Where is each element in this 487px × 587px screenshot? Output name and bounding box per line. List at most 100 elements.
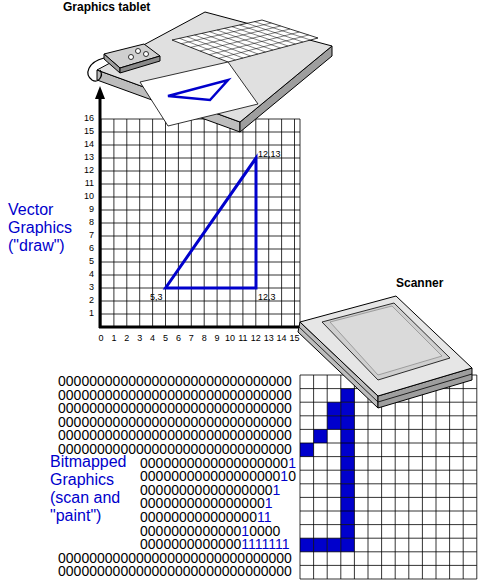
graphics-tablet [88, 12, 332, 132]
grid-line [340, 375, 341, 579]
axis-number: 8 [79, 217, 94, 228]
grid-line [300, 538, 477, 539]
grid-line [300, 511, 477, 512]
bitmap-row: 000000000000000000000000000000 [58, 552, 292, 565]
device-label: Scanner [396, 276, 443, 290]
point-label: 12,13 [258, 149, 281, 160]
grid-line [408, 375, 409, 579]
grid-line [101, 249, 300, 250]
axis-number: 15 [79, 126, 94, 137]
grid-line [300, 456, 477, 457]
grid-line [300, 443, 477, 444]
y-axis [99, 96, 102, 328]
bitmap-row: 00000000000000000010 [140, 470, 296, 483]
axis-number: 4 [79, 269, 94, 280]
grid-line [101, 262, 300, 263]
x-axis [99, 326, 302, 329]
keypad-line [209, 32, 299, 55]
keypad-line [191, 26, 281, 47]
axis-number: 7 [79, 230, 94, 241]
grid-line [300, 565, 477, 566]
grid-line [101, 210, 300, 211]
point-label: 12,3 [258, 292, 276, 303]
grid-line [300, 579, 477, 580]
grid-line [476, 375, 477, 579]
axis-number: 9 [79, 204, 94, 215]
axis-number: 1 [106, 333, 122, 344]
bitmap-pixel [341, 457, 355, 471]
grid-line [101, 145, 300, 146]
grid-line [101, 119, 300, 120]
bitmap-pixel [341, 497, 355, 511]
grid-line [300, 375, 301, 579]
axis-number: 2 [79, 295, 94, 306]
bitmap-row: 00000000000000011 [140, 511, 272, 524]
bitmap-row: 00000000000000000001 [140, 457, 296, 470]
bitmap-pixel [300, 443, 314, 457]
grid-line [101, 132, 300, 133]
grid-line [436, 375, 437, 579]
scanner [298, 296, 472, 408]
axis-number: 15 [287, 333, 303, 344]
bitmap-pixel [341, 538, 355, 552]
bitmap-pixel [341, 443, 355, 457]
axis-number: 14 [79, 139, 94, 150]
axis-number: 12 [248, 333, 264, 344]
bitmap-row: 000000000000000001 [140, 484, 280, 497]
bitmap-grid [300, 375, 477, 579]
grid-line [101, 184, 300, 185]
grid-line [300, 470, 477, 471]
grid-line [101, 314, 300, 315]
axis-number: 3 [132, 333, 148, 344]
axis-number: 10 [222, 333, 238, 344]
bitmap-pixel [341, 525, 355, 539]
bitmap-row: 000000000000000000000000000000 [58, 429, 292, 442]
bitmap-pixel [341, 429, 355, 443]
axis-number: 5 [158, 333, 174, 344]
axis-number: 9 [209, 333, 225, 344]
bitmap-pixel [327, 538, 341, 552]
grid-line [101, 171, 300, 172]
bitmap-pixel [341, 470, 355, 484]
grid-line [354, 375, 355, 579]
axis-number: 5 [79, 256, 94, 267]
bitmap-pixel [314, 429, 328, 443]
grid-line [463, 375, 464, 579]
grid-line [449, 375, 450, 579]
axis-number: 7 [183, 333, 199, 344]
axis-number: 6 [79, 243, 94, 254]
bitmap-row: 000000000000000000000000000000 [58, 389, 292, 402]
axis-number: 10 [79, 191, 94, 202]
grid-line [300, 429, 477, 430]
bitmap-row: 00000000000000001 [140, 497, 273, 510]
axis-number: 11 [235, 333, 251, 344]
vector-triangle [166, 158, 257, 288]
point-label: 5,3 [150, 292, 163, 303]
axis-number: 13 [79, 152, 94, 163]
axis-number: 12 [79, 165, 94, 176]
grid-line [300, 551, 477, 552]
grid-line [101, 275, 300, 276]
grid-line [300, 497, 477, 498]
axis-number: 3 [79, 282, 94, 293]
bitmap-row: 000000000000000000000000000000 [58, 402, 292, 415]
axis-number: 2 [119, 333, 135, 344]
grid-line [300, 415, 477, 416]
bitmap-pixel [300, 538, 314, 552]
bitmap-pixel [341, 389, 355, 403]
axis-number: 11 [79, 178, 94, 189]
grid-line [313, 375, 314, 579]
vector-grid [101, 119, 300, 327]
axis-number: 8 [196, 333, 212, 344]
bitmap-row: 00000000000001111111 [140, 538, 290, 551]
keypad-line [200, 29, 290, 51]
bitmap-row: 000000000000000000000000000000 [58, 375, 292, 388]
axis-arrowhead [95, 86, 105, 99]
axis-number: 4 [145, 333, 161, 344]
section-title: Bitmapped Graphics (scan and "paint") [50, 453, 142, 525]
bitmap-pixel [327, 416, 341, 430]
grid-line [395, 375, 396, 579]
bitmap-pixel [327, 402, 341, 416]
grid-line [327, 375, 328, 579]
section-title: Vector Graphics ("draw") [8, 201, 100, 255]
